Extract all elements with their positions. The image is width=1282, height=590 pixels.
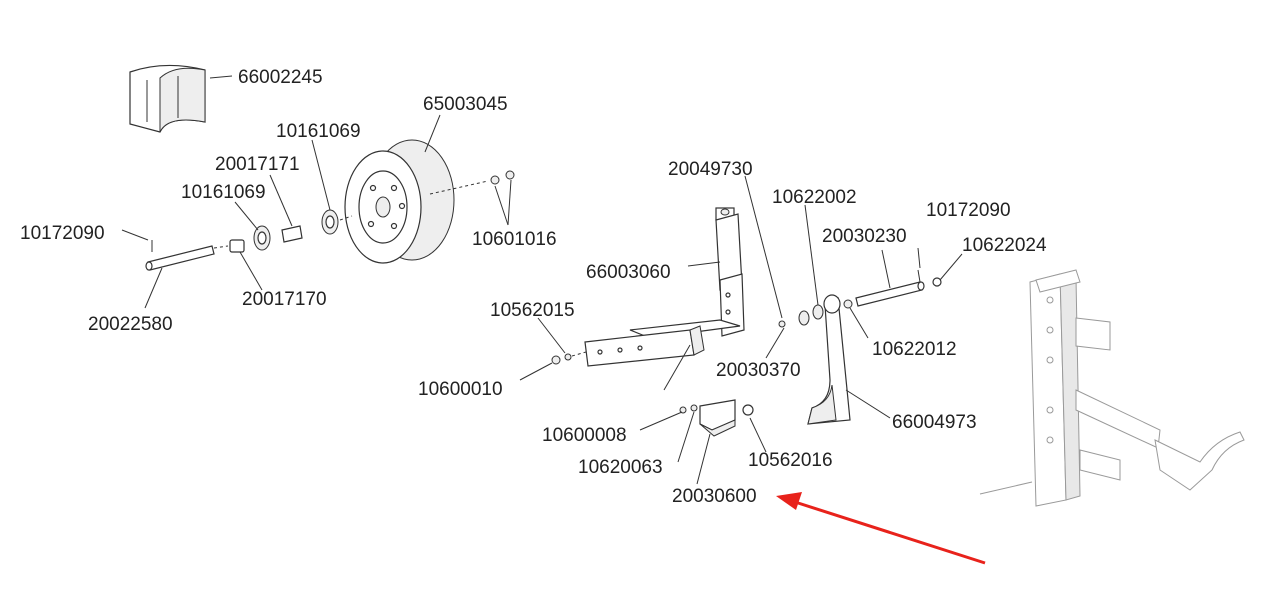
- highlight-arrow: [776, 492, 986, 565]
- part-number-label: 10172090: [926, 200, 1011, 221]
- part-number-label: 10161069: [181, 182, 266, 203]
- part-number-label: 10172090: [20, 223, 105, 244]
- wheel-part: [344, 139, 455, 264]
- part-number-label: 10622002: [772, 187, 857, 208]
- part-number-label: 66002245: [238, 67, 323, 88]
- small-hardware: [551, 351, 754, 437]
- part-number-label: 20030600: [672, 486, 757, 507]
- shield-part: [129, 64, 206, 133]
- part-number-label: 10622024: [962, 235, 1047, 256]
- part-number-label: 10161069: [276, 121, 361, 142]
- part-number-label: 66003060: [586, 262, 671, 283]
- part-labels: 66002245 65003045 10161069 20017171 1016…: [20, 67, 1047, 507]
- part-number-label: 20030370: [716, 360, 801, 381]
- part-number-label: 20022580: [88, 314, 173, 335]
- bracket-part: [584, 207, 745, 367]
- tractor-frame: [979, 269, 1245, 507]
- part-number-label: 20030230: [822, 226, 907, 247]
- part-number-label: 20017170: [242, 289, 327, 310]
- part-number-label: 10600008: [542, 425, 627, 446]
- part-number-label: 66004973: [892, 412, 977, 433]
- part-number-label: 10600010: [418, 379, 503, 400]
- axle-parts: [145, 170, 515, 271]
- part-number-label: 20049730: [668, 159, 753, 180]
- part-number-label: 65003045: [423, 94, 508, 115]
- part-number-label: 10562015: [490, 300, 575, 321]
- leader-lines: [121, 75, 963, 485]
- pin-part: [778, 269, 942, 328]
- part-number-label: 10562016: [748, 450, 833, 471]
- part-number-label: 10622012: [872, 339, 957, 360]
- part-number-label: 20017171: [215, 154, 300, 175]
- part-number-label: 10601016: [472, 229, 557, 250]
- standard-part: [807, 294, 851, 425]
- part-number-label: 10620063: [578, 457, 663, 478]
